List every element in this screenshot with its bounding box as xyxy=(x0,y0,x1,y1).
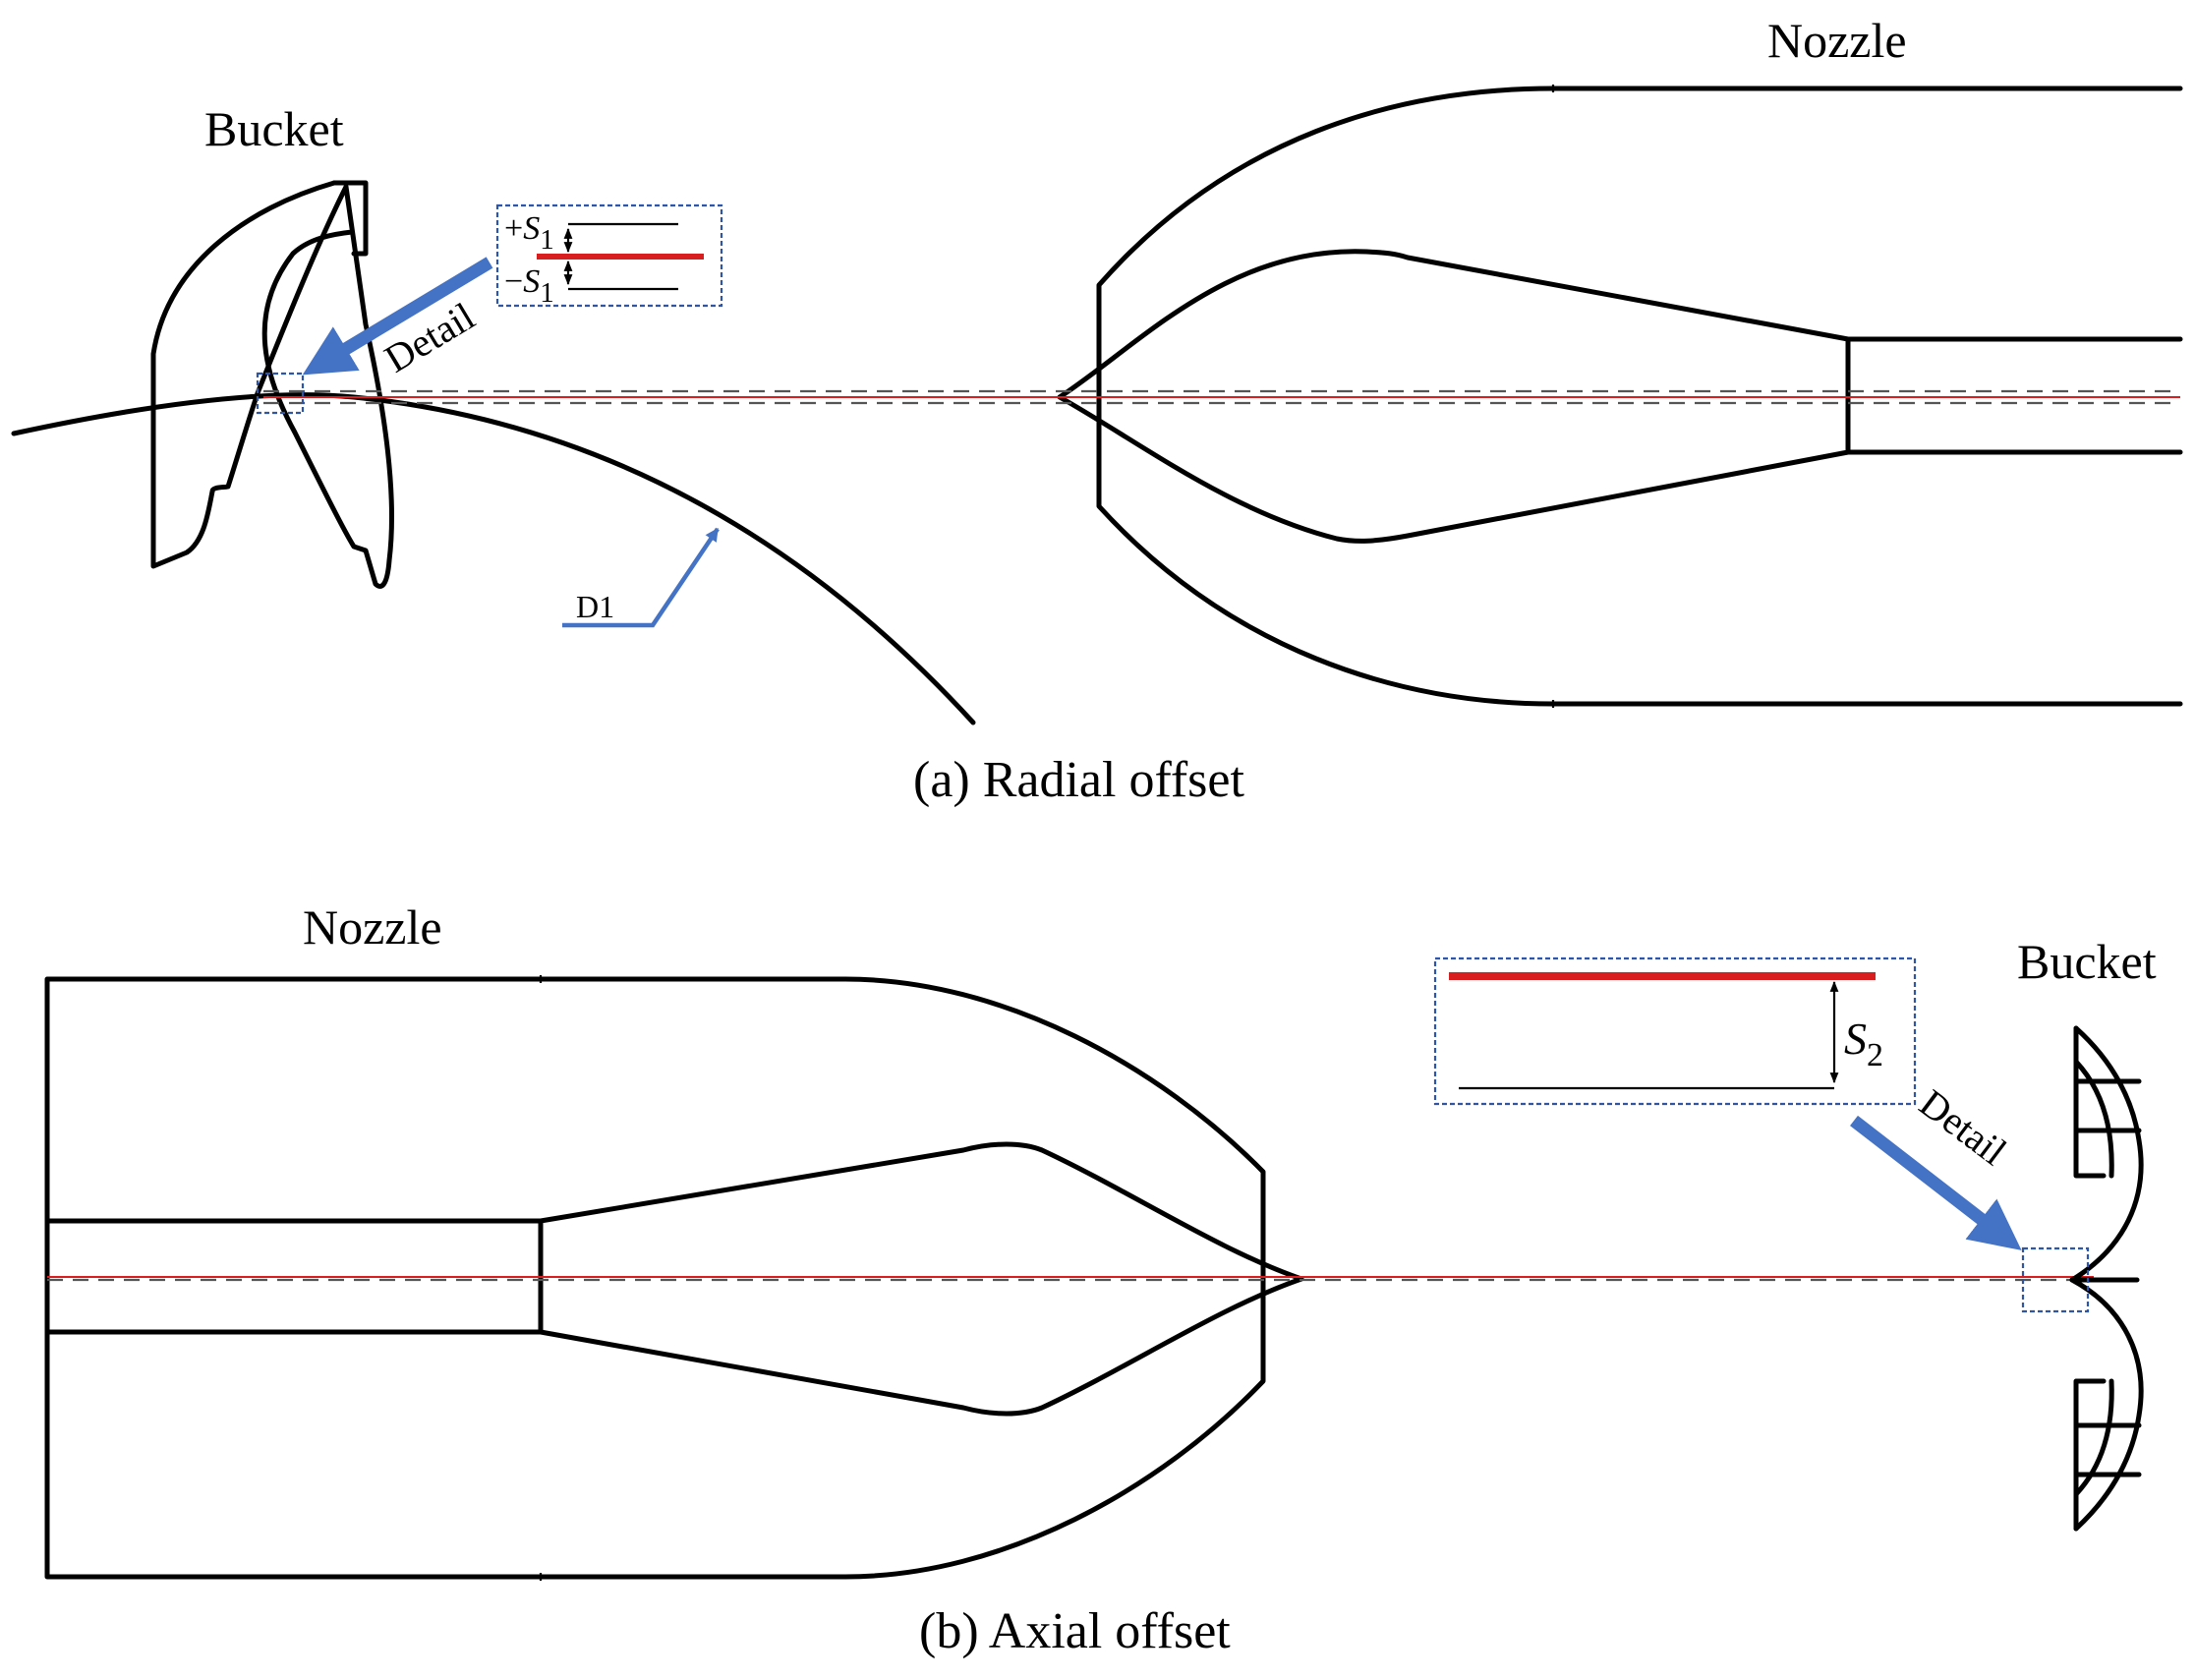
panel-b-axial-offset: S2 Detail Nozzle Bucket (b) Axial offset xyxy=(44,899,2157,1659)
nozzle-label-a: Nozzle xyxy=(1767,13,1907,68)
detail-frame-small-b xyxy=(2021,1246,2090,1313)
caption-a: (a) Radial offset xyxy=(913,752,1244,808)
offset-s2: S2 xyxy=(1844,1014,1883,1073)
offset-minus-s1: −S1 xyxy=(504,263,554,309)
detail-label-b: Detail xyxy=(1912,1080,2015,1174)
panel-a-radial-offset: Detail +S1 −S1 D1 Bucket Nozzle (a) Radi… xyxy=(11,13,2183,808)
pitch-circle-d1 xyxy=(11,392,976,725)
bucket-side-view xyxy=(150,180,394,589)
d1-leader xyxy=(562,527,720,628)
nozzle-radial xyxy=(1057,85,2183,708)
bucket-front-view xyxy=(2069,1025,2144,1532)
detail-box-radial: +S1 −S1 xyxy=(495,203,723,309)
arrow-icon xyxy=(302,257,493,376)
caption-b: (b) Axial offset xyxy=(919,1603,1231,1659)
d1-label: D1 xyxy=(576,589,614,624)
detail-box-axial: S2 xyxy=(1433,956,1917,1106)
arrow-icon xyxy=(1850,1115,2022,1250)
bucket-label-b: Bucket xyxy=(2017,934,2157,989)
detail-label-a: Detail xyxy=(376,294,482,381)
detail-frame-small-a xyxy=(256,372,305,415)
offset-plus-s1: +S1 xyxy=(504,210,554,256)
bucket-label-a: Bucket xyxy=(204,101,344,156)
nozzle-label-b: Nozzle xyxy=(303,899,442,955)
